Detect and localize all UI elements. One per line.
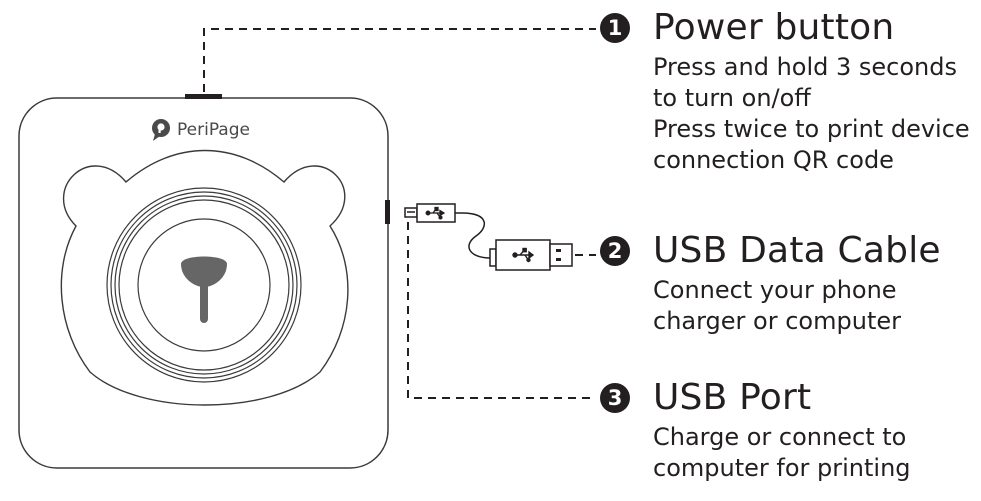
callout-title: Power button (653, 7, 895, 48)
number-badge: 2 (600, 236, 630, 266)
description-line: Charge or connect to (653, 423, 907, 451)
callout-power-button: 1 Power button Press and hold 3 seconds … (600, 8, 970, 176)
callout-header: 1 Power button (600, 8, 970, 48)
description-line: Press and hold 3 seconds (653, 53, 957, 81)
usb-port-nub (385, 200, 390, 224)
description-line: connection QR code (653, 146, 894, 174)
bear-nose-knob (181, 256, 227, 323)
usb-symbol-icon (512, 247, 535, 263)
number-badge: 1 (600, 13, 630, 43)
callout-header: 2 USB Data Cable (600, 231, 941, 271)
leader-line-power (203, 28, 596, 92)
peripage-logo-icon (152, 119, 170, 141)
callout-usb-port: 3 USB Port Charge or connect to computer… (600, 378, 911, 484)
description-line: Connect your phone (653, 276, 897, 304)
callout-title: USB Data Cable (653, 230, 941, 271)
power-button[interactable] (185, 94, 222, 99)
description-line: Press twice to print device (653, 115, 970, 143)
leader-line-usb-port (407, 222, 596, 399)
paper-lid-rings (106, 187, 302, 383)
callout-title: USB Port (653, 377, 812, 418)
description-line: charger or computer (653, 307, 901, 335)
callout-header: 3 USB Port (600, 378, 911, 418)
number-badge: 3 (600, 383, 630, 413)
description-line: to turn on/off (653, 84, 811, 112)
callout-description: Charge or connect to computer for printi… (653, 422, 911, 484)
usb-symbol-icon (425, 206, 446, 220)
callout-usb-data-cable: 2 USB Data Cable Connect your phone char… (600, 231, 941, 337)
brand-logo-text: PeriPage (177, 120, 250, 140)
callout-description: Press and hold 3 seconds to turn on/off … (653, 52, 970, 176)
description-line: computer for printing (653, 454, 911, 482)
bear-head-outline (60, 149, 349, 406)
callout-description: Connect your phone charger or computer (653, 275, 941, 337)
